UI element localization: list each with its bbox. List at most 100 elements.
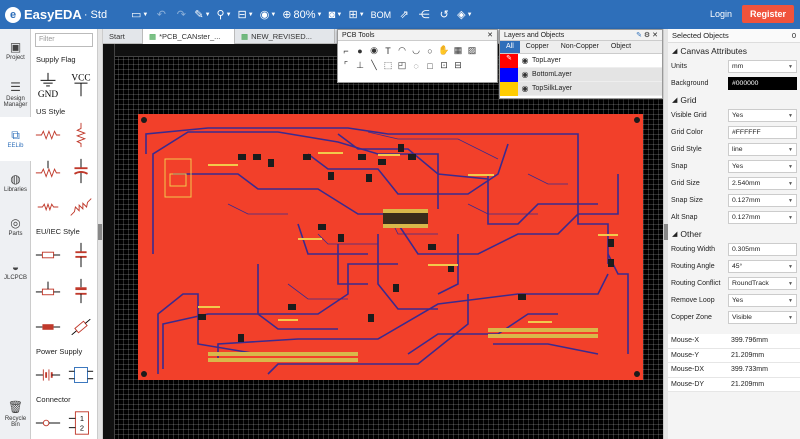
via-tool-icon[interactable]: ◉ — [370, 45, 378, 55]
eye-icon[interactable]: ◉ — [521, 84, 529, 93]
gnd-symbol[interactable]: GND — [31, 65, 64, 105]
line-tool-icon[interactable]: ╲ — [371, 60, 377, 70]
canvas-origin-tool-icon[interactable]: ⊡ — [440, 60, 448, 70]
nav-project[interactable]: ▣Project — [0, 29, 31, 73]
pad-tool-icon[interactable]: ● — [357, 45, 363, 56]
nav-design-manager[interactable]: ☰Design Manager — [0, 73, 31, 117]
nav-jlcpcb[interactable]: ◒JLCPCB — [0, 249, 31, 293]
circle-tool-icon[interactable]: ○ — [427, 45, 433, 56]
routing-width-input[interactable]: 0.305mm — [728, 243, 797, 256]
grid-size-select[interactable]: 2.540mm▼ — [728, 177, 797, 190]
grid-color-input[interactable]: #FFFFFF — [728, 126, 797, 139]
tab-start[interactable]: Start — [103, 29, 143, 44]
library-filter-input[interactable]: Filter — [35, 33, 93, 47]
potentiometer-eu-symbol[interactable] — [31, 273, 64, 309]
potentiometer-symbol[interactable] — [31, 153, 64, 189]
routing-conflict-select[interactable]: RoundTrack▼ — [728, 277, 797, 290]
hand-tool-icon[interactable]: ✋ — [438, 45, 450, 55]
camera-button[interactable]: ◙▼ — [325, 5, 345, 25]
layers-menu-button[interactable]: ◈▼ — [454, 5, 475, 25]
resistor-small-symbol[interactable] — [31, 189, 64, 225]
text-tool-icon[interactable]: T — [385, 45, 391, 56]
dimension-tool-icon[interactable]: ⊥ — [356, 60, 364, 70]
variable-resistor-eu-symbol[interactable] — [64, 309, 97, 345]
copper-area-tool-icon[interactable]: ▦ — [453, 45, 463, 55]
library-splitter[interactable] — [98, 29, 103, 439]
rectangle-tool-icon[interactable]: □ — [427, 60, 433, 71]
fabrication-button[interactable]: ⊞▼ — [345, 5, 367, 25]
layers-tab-non-copper[interactable]: Non-Copper — [560, 43, 599, 50]
close-icon[interactable]: ✕ — [652, 32, 658, 39]
rect-select-tool-icon[interactable]: ⬚ — [383, 60, 393, 70]
redo-button[interactable]: ↷ — [171, 5, 191, 25]
visible-grid-select[interactable]: Yes▼ — [728, 109, 797, 122]
hole-tool-icon[interactable]: ◌ — [413, 60, 419, 71]
routing-angle-select[interactable]: 45°▼ — [728, 260, 797, 273]
edit-menu-button[interactable]: ✎▼ — [191, 5, 213, 25]
battery-symbol[interactable] — [31, 357, 64, 393]
view-menu-button[interactable]: ◉▼ — [257, 5, 280, 25]
remove-loop-select[interactable]: Yes▼ — [728, 294, 797, 307]
bom-button[interactable]: BOM — [370, 9, 392, 20]
layers-tab-all[interactable]: All — [500, 41, 520, 53]
layer-row-bottomlayer[interactable]: ◉BottomLayer — [500, 67, 662, 82]
pcb-board[interactable] — [138, 114, 643, 380]
capacitor-polar-eu-symbol[interactable] — [64, 273, 97, 309]
nav-libraries[interactable]: ◍Libraries — [0, 161, 31, 205]
share-button[interactable]: ⇗ — [394, 5, 414, 25]
canvas-attributes-section[interactable]: ◢Canvas Attributes — [668, 43, 800, 58]
undo-button[interactable]: ↶ — [151, 5, 171, 25]
solid-region-tool-icon[interactable]: ◰ — [397, 60, 407, 70]
track-tool-icon[interactable]: ⌐ — [343, 45, 349, 56]
arc-tool-icon[interactable]: ◠ — [398, 45, 406, 55]
units-select[interactable]: mm▼ — [728, 60, 797, 73]
layer-row-topsilklayer[interactable]: ◉TopSilkLayer — [500, 81, 662, 96]
tab-new-revised[interactable]: ▦NEW_REVISED... — [235, 29, 335, 44]
background-color-input[interactable]: #000000 — [728, 77, 797, 90]
nav-parts[interactable]: ◎Parts — [0, 205, 31, 249]
nav-recycle-bin[interactable]: 🗑Recycle Bin — [0, 393, 31, 437]
grid-style-select[interactable]: line▼ — [728, 143, 797, 156]
place-menu-button[interactable]: ⚲▼ — [214, 5, 235, 25]
history-button[interactable]: ↺ — [434, 5, 454, 25]
eye-icon[interactable]: ◉ — [521, 56, 529, 65]
power-source-symbol[interactable] — [64, 357, 97, 393]
align-menu-button[interactable]: ⊟▼ — [235, 5, 257, 25]
splitter-grip[interactable] — [98, 224, 102, 240]
circle-arc-tool-icon[interactable]: ◡ — [412, 45, 420, 55]
tab-pcb-canster[interactable]: ▦*PCB_CANster_... — [143, 29, 235, 44]
share-nodes-button[interactable]: ⋲ — [414, 5, 434, 25]
pcb-canvas[interactable] — [103, 44, 663, 439]
layer-row-toplayer[interactable]: ✎◉TopLayer — [500, 53, 662, 68]
layers-tab-object[interactable]: Object — [610, 43, 632, 50]
capacitor-eu-symbol[interactable] — [64, 237, 97, 273]
app-logo[interactable]: e EasyEDA · Std — [0, 6, 128, 23]
snap-select[interactable]: Yes▼ — [728, 160, 797, 173]
alt-snap-select[interactable]: 0.127mm▼ — [728, 211, 797, 224]
login-link[interactable]: Login — [709, 9, 732, 19]
nav-eelib[interactable]: ⧉EELib — [0, 117, 31, 161]
pin-icon[interactable]: ✎ — [636, 32, 642, 39]
other-section[interactable]: ◢Other — [668, 226, 800, 241]
gear-icon[interactable]: ⚙ — [643, 32, 651, 39]
grid-section[interactable]: ◢Grid — [668, 92, 800, 107]
resistor-eu-symbol[interactable] — [31, 237, 64, 273]
resistor-us-symbol[interactable] — [31, 117, 64, 153]
layer-color-swatch[interactable] — [500, 81, 518, 96]
layers-tab-copper[interactable]: Copper — [525, 43, 549, 50]
close-icon[interactable]: ✕ — [487, 32, 493, 39]
variable-resistor-symbol[interactable] — [64, 189, 97, 225]
capacitor-symbol[interactable] — [64, 153, 97, 189]
zoom-menu-button[interactable]: ⊕80%▼ — [279, 5, 325, 25]
connector-single-symbol[interactable] — [31, 405, 64, 439]
vcc-symbol[interactable]: VCC — [64, 65, 97, 105]
eye-icon[interactable]: ◉ — [521, 70, 529, 79]
register-button[interactable]: Register — [741, 5, 794, 23]
resistor-vertical-symbol[interactable] — [64, 117, 97, 153]
layer-color-swatch[interactable]: ✎ — [500, 53, 518, 68]
connect-pad-tool-icon[interactable]: ⌜ — [343, 60, 349, 70]
snap-size-select[interactable]: 0.127mm▼ — [728, 194, 797, 207]
image-tool-icon[interactable]: ▨ — [467, 45, 477, 55]
layer-color-swatch[interactable] — [500, 67, 518, 82]
